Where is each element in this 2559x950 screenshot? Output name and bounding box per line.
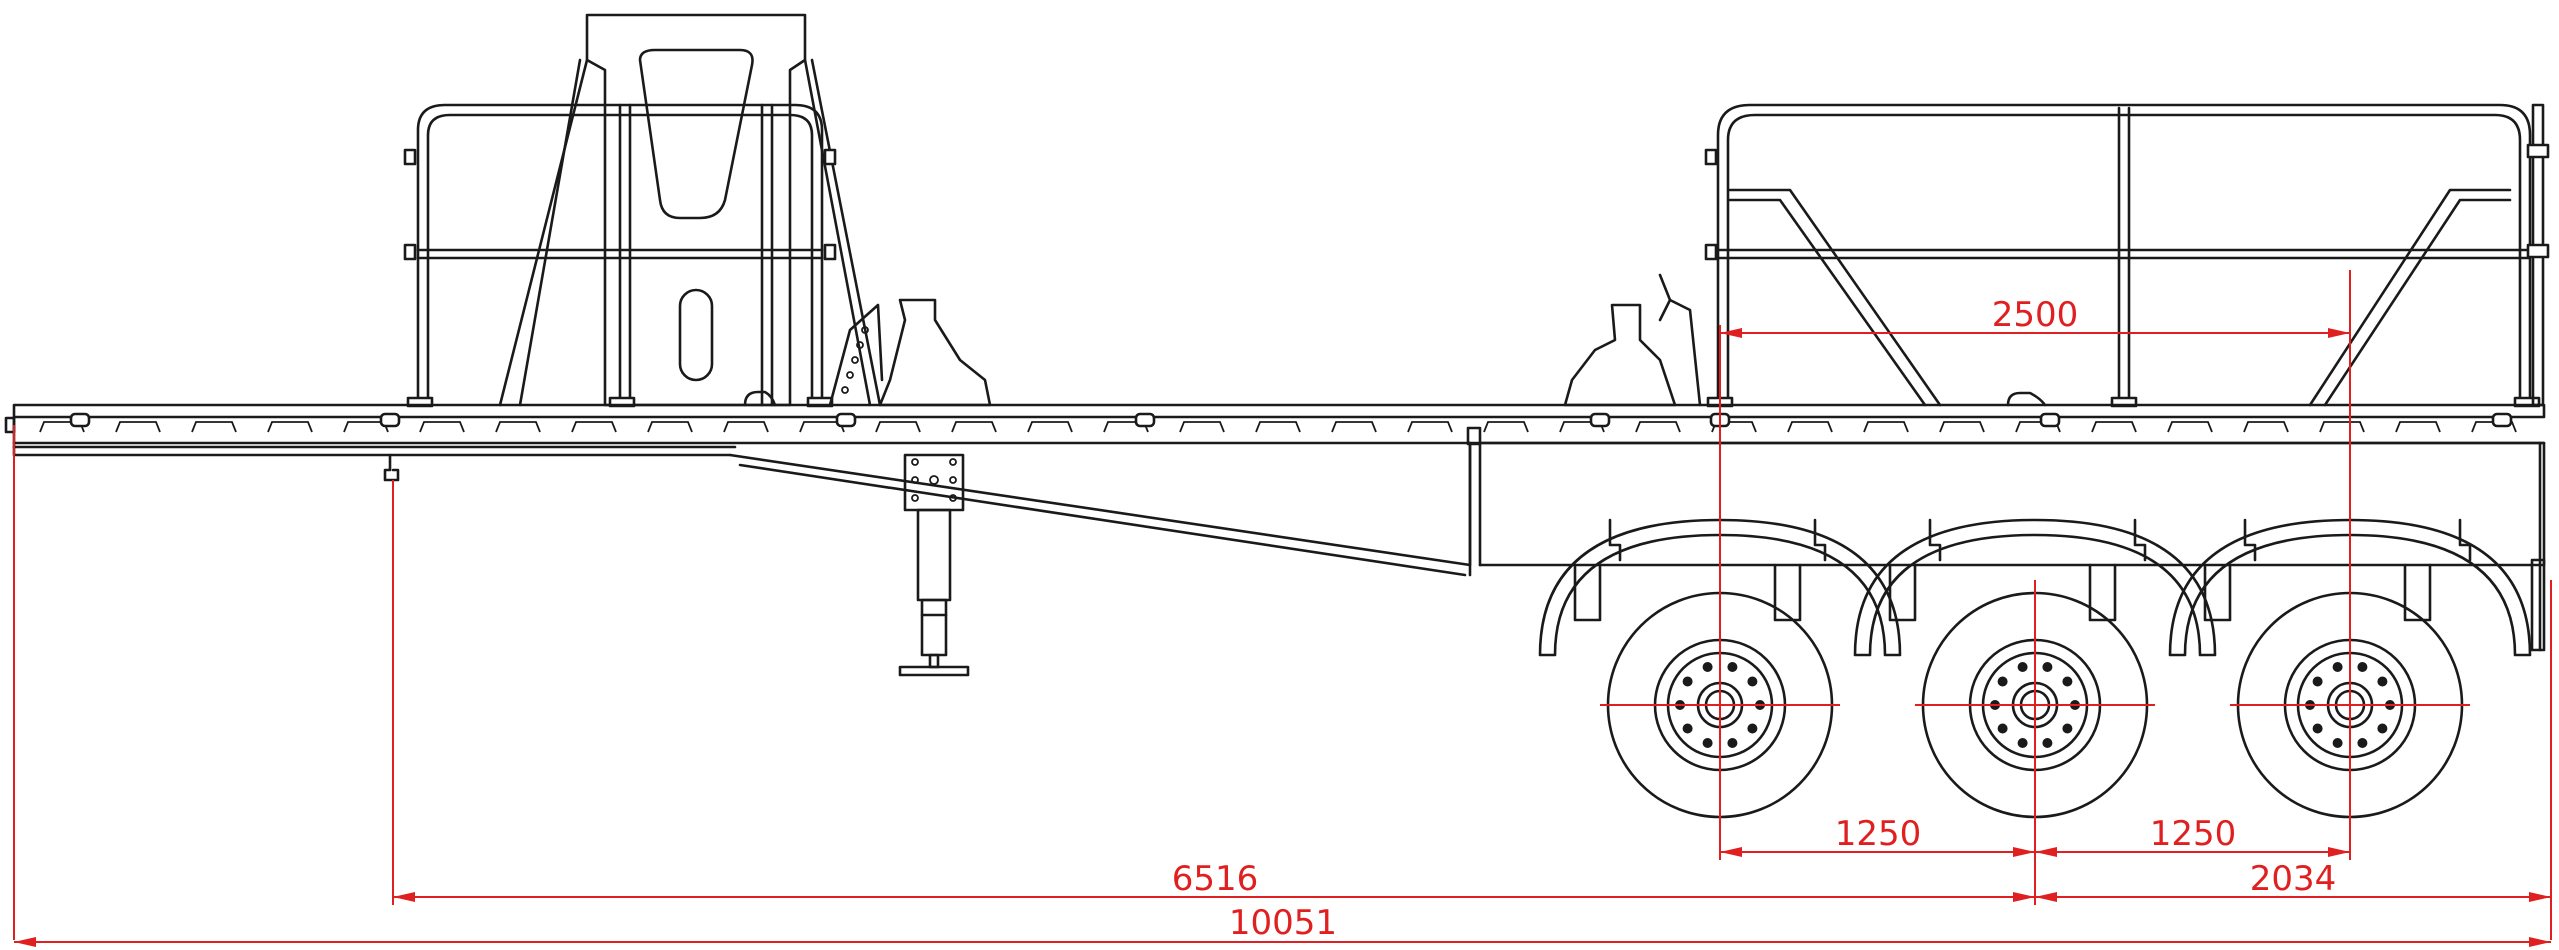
twistlock — [379, 412, 401, 428]
deck-pocket — [1863, 421, 1909, 433]
landing-gear — [383, 453, 970, 677]
wheel-bolt — [2332, 662, 2343, 672]
deck-pocket — [2091, 421, 2137, 433]
deck-pocket — [723, 421, 769, 433]
wheel-bolt — [1682, 723, 1693, 734]
deck-pocket — [1483, 421, 1529, 433]
rear-railing — [1704, 103, 2550, 408]
wheel-bolt — [2312, 723, 2323, 734]
deck-pocket — [191, 421, 237, 433]
gooseneck-frame — [728, 426, 2546, 652]
deck-pocket — [951, 421, 997, 433]
deck-pocket — [1027, 421, 1073, 433]
wheel-bolt — [1727, 662, 1738, 672]
twistlock — [69, 412, 91, 428]
wheel-bolt — [2377, 723, 2388, 734]
deck-pocket — [2015, 421, 2061, 433]
twistlock — [1589, 412, 1611, 428]
dim-2034-label: 2034 — [2250, 859, 2337, 899]
deck-pocket — [2319, 421, 2365, 433]
wheel-bolt — [1997, 723, 2008, 734]
deck-pocket — [571, 421, 617, 433]
wheel-bolt — [1747, 723, 1758, 734]
deck-pocket — [1331, 421, 1377, 433]
dim-2500-label: 2500 — [1992, 295, 2079, 335]
wheel-bolt — [1702, 738, 1713, 748]
wheel-bolt — [2062, 676, 2073, 687]
twistlock — [835, 412, 857, 428]
deck-pocket — [2243, 421, 2289, 433]
deck-pocket — [495, 421, 541, 433]
wheel-bolt — [2017, 738, 2028, 748]
dimension-lines: 2500 1250 1250 6516 2034 10051 — [13, 270, 2552, 947]
wheel-bolt — [2332, 738, 2343, 748]
deck-pocket — [1179, 421, 1225, 433]
wheel-bolt — [2357, 738, 2368, 748]
wheel-bolt — [1997, 676, 2008, 687]
deck-pocket — [1787, 421, 1833, 433]
suspension — [1573, 518, 2472, 622]
deck-pocket — [647, 421, 693, 433]
trailer-deck — [4, 403, 2546, 457]
wheel-bolt — [2017, 662, 2028, 672]
twistlock — [2491, 412, 2513, 428]
wheel-bolt — [1702, 662, 1713, 672]
deck-pocket — [267, 421, 313, 433]
deck-pocket — [2167, 421, 2213, 433]
mid-twistlock-stand — [1563, 273, 1702, 407]
wheel-bolt — [1727, 738, 1738, 748]
dim-1250-a-label: 1250 — [1835, 814, 1922, 854]
twistlock — [2039, 412, 2061, 428]
deck-pocket — [1255, 421, 1301, 433]
wheel-bolt — [1747, 676, 1758, 687]
deck-pocket — [875, 421, 921, 433]
deck-pocket — [2395, 421, 2441, 433]
deck-pocket — [1635, 421, 1681, 433]
dim-6516-label: 6516 — [1172, 859, 1259, 899]
deck-pocket — [419, 421, 465, 433]
wheel-bolt — [1682, 676, 1693, 687]
dim-1250-b-label: 1250 — [2150, 814, 2237, 854]
wheel-bolt — [2042, 738, 2053, 748]
deck-pocket — [1939, 421, 1985, 433]
wheel-bolt — [2062, 723, 2073, 734]
wheel-bolt — [2042, 662, 2053, 672]
wheel-bolt — [2377, 676, 2388, 687]
dim-10051-label: 10051 — [1229, 903, 1337, 943]
deck-pocket — [1407, 421, 1453, 433]
front-railing — [403, 103, 837, 408]
wheel-bolt — [2312, 676, 2323, 687]
twistlock — [1134, 412, 1156, 428]
wheel-bolt — [2357, 662, 2368, 672]
deck-pocket — [115, 421, 161, 433]
front-twistlock-stand — [743, 298, 992, 407]
